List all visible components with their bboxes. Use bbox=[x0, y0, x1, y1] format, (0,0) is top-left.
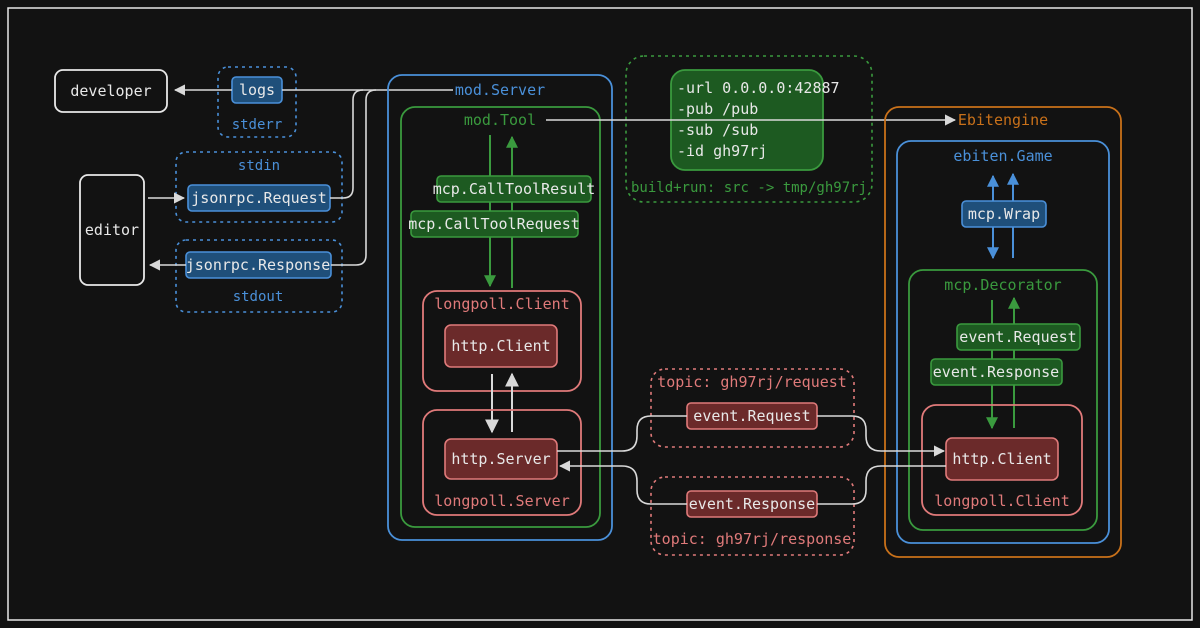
mcp-decorator-container bbox=[908, 269, 1098, 531]
topic-response-group bbox=[650, 476, 855, 556]
longpoll-client-container bbox=[422, 290, 582, 392]
build-group bbox=[625, 55, 873, 203]
build-arg-pub: -pub /pub bbox=[677, 100, 758, 118]
decorator-event-response-box bbox=[930, 358, 1063, 386]
http-client-label-right: http.Client bbox=[952, 450, 1051, 468]
longpoll-server-container bbox=[422, 409, 582, 516]
developer-box bbox=[54, 69, 168, 113]
http-client-box-left bbox=[444, 324, 558, 368]
topic-event-request-label: event.Request bbox=[693, 407, 810, 425]
build-arg-id: -id gh97rj bbox=[677, 142, 767, 160]
stdin-caption: stdin bbox=[238, 158, 280, 174]
game-longpoll-client-title: longpoll.Client bbox=[934, 492, 1069, 510]
mcp-decorator-title: mcp.Decorator bbox=[944, 276, 1061, 294]
mod-tool-title: mod.Tool bbox=[464, 111, 536, 129]
call-tool-result-box bbox=[436, 175, 592, 203]
call-tool-result-label: mcp.CallToolResult bbox=[433, 180, 596, 198]
mcp-wrap-box bbox=[961, 200, 1047, 228]
topic-response-title: topic: gh97rj/response bbox=[653, 530, 852, 548]
line-server-to-response bbox=[331, 89, 377, 266]
ebitengine-title: Ebitengine bbox=[958, 111, 1048, 129]
longpoll-server-title: longpoll.Server bbox=[434, 492, 569, 510]
stderr-group bbox=[217, 66, 297, 138]
decorator-event-request-label: event.Request bbox=[959, 328, 1076, 346]
mod-server-title: mod.Server bbox=[455, 81, 545, 99]
http-server-label: http.Server bbox=[451, 450, 550, 468]
decorator-event-request-box bbox=[956, 323, 1081, 351]
stdout-caption: stdout bbox=[233, 289, 284, 305]
mod-tool-container bbox=[400, 106, 601, 528]
call-tool-request-box bbox=[410, 210, 579, 238]
logs-label: logs bbox=[239, 81, 275, 99]
stdout-group bbox=[175, 239, 343, 313]
line-client-to-topic-response bbox=[817, 465, 946, 505]
arrow-topic-response-to-server bbox=[558, 460, 687, 505]
mcp-wrap-label: mcp.Wrap bbox=[968, 205, 1040, 223]
line-server-to-topic-request bbox=[557, 415, 687, 452]
outer-frame bbox=[7, 7, 1193, 621]
jsonrpc-response-label: jsonrpc.Response bbox=[186, 256, 331, 274]
ebiten-game-title: ebiten.Game bbox=[953, 147, 1052, 165]
stderr-caption: stderr bbox=[232, 117, 283, 133]
editor-label: editor bbox=[85, 221, 139, 239]
ebitengine-container bbox=[884, 106, 1122, 558]
http-server-box bbox=[444, 438, 558, 480]
build-arg-url: -url 0.0.0.0:42887 bbox=[677, 79, 840, 97]
build-arg-sub: -sub /sub bbox=[677, 121, 758, 139]
http-client-box-right bbox=[945, 437, 1059, 481]
longpoll-client-title: longpoll.Client bbox=[434, 295, 569, 313]
topic-request-group bbox=[650, 368, 855, 448]
developer-label: developer bbox=[70, 82, 151, 100]
decorator-event-response-label: event.Response bbox=[933, 363, 1059, 381]
editor-box bbox=[79, 174, 145, 286]
stdin-group bbox=[175, 151, 343, 223]
topic-request-title: topic: gh97rj/request bbox=[657, 373, 847, 391]
game-longpoll-client-container bbox=[921, 404, 1083, 516]
mod-server-container bbox=[387, 74, 613, 541]
line-request-to-server bbox=[330, 89, 364, 199]
http-client-label-left: http.Client bbox=[451, 337, 550, 355]
jsonrpc-request-label: jsonrpc.Request bbox=[191, 189, 326, 207]
arrow-topic-request-to-client bbox=[817, 415, 946, 457]
build-caption: build+run: src -> tmp/gh97rj bbox=[631, 180, 867, 196]
call-tool-request-label: mcp.CallToolRequest bbox=[408, 215, 580, 233]
topic-event-response-label: event.Response bbox=[689, 495, 815, 513]
ebiten-game-container bbox=[896, 140, 1110, 544]
